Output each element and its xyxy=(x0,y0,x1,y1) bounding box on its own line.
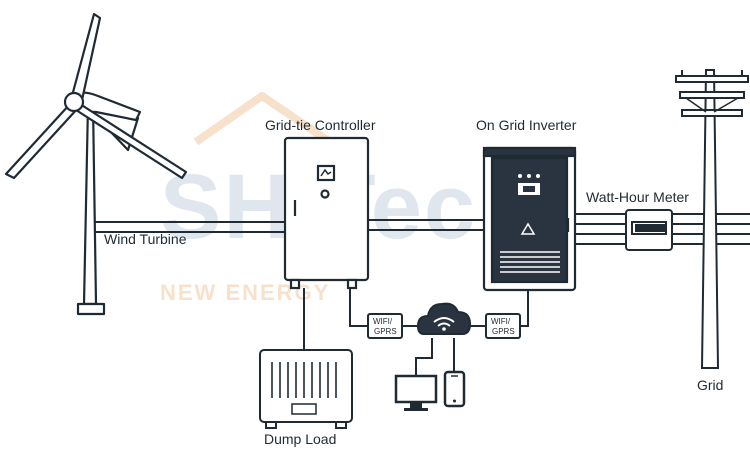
dump-load xyxy=(259,288,353,429)
wifi-gprs-right: WIFI/ GPRS xyxy=(485,313,521,339)
comm-left-line1: WIFI/ xyxy=(373,317,393,326)
on-grid-inverter xyxy=(482,146,577,292)
meter-label: Watt-Hour Meter xyxy=(586,189,689,205)
smartphone-icon xyxy=(443,370,466,408)
cloud-wifi-icon xyxy=(416,302,472,335)
comm-left-line2: GPRS xyxy=(374,327,397,336)
watt-hour-meter-icon xyxy=(625,209,673,251)
comm-right-line1: WIFI/ xyxy=(491,317,511,326)
wind-turbine-label: Wind Turbine xyxy=(104,231,187,247)
grid-label: Grid xyxy=(697,377,723,393)
controller-label: Grid-tie Controller xyxy=(265,117,376,133)
wifi-gprs-left: WIFI/ GPRS xyxy=(367,313,403,339)
utility-pole-icon xyxy=(675,69,749,369)
grid-tie-controller xyxy=(283,136,370,290)
monitor-icon xyxy=(394,374,438,411)
watermark-roof-icon xyxy=(193,92,333,146)
wind-turbine-icon xyxy=(4,12,188,316)
dump-load-label: Dump Load xyxy=(264,431,336,447)
watermark-tagline: NEW ENERGY xyxy=(160,280,330,305)
inverter-label: On Grid Inverter xyxy=(476,117,577,133)
comm-right-line2: GPRS xyxy=(492,327,515,336)
